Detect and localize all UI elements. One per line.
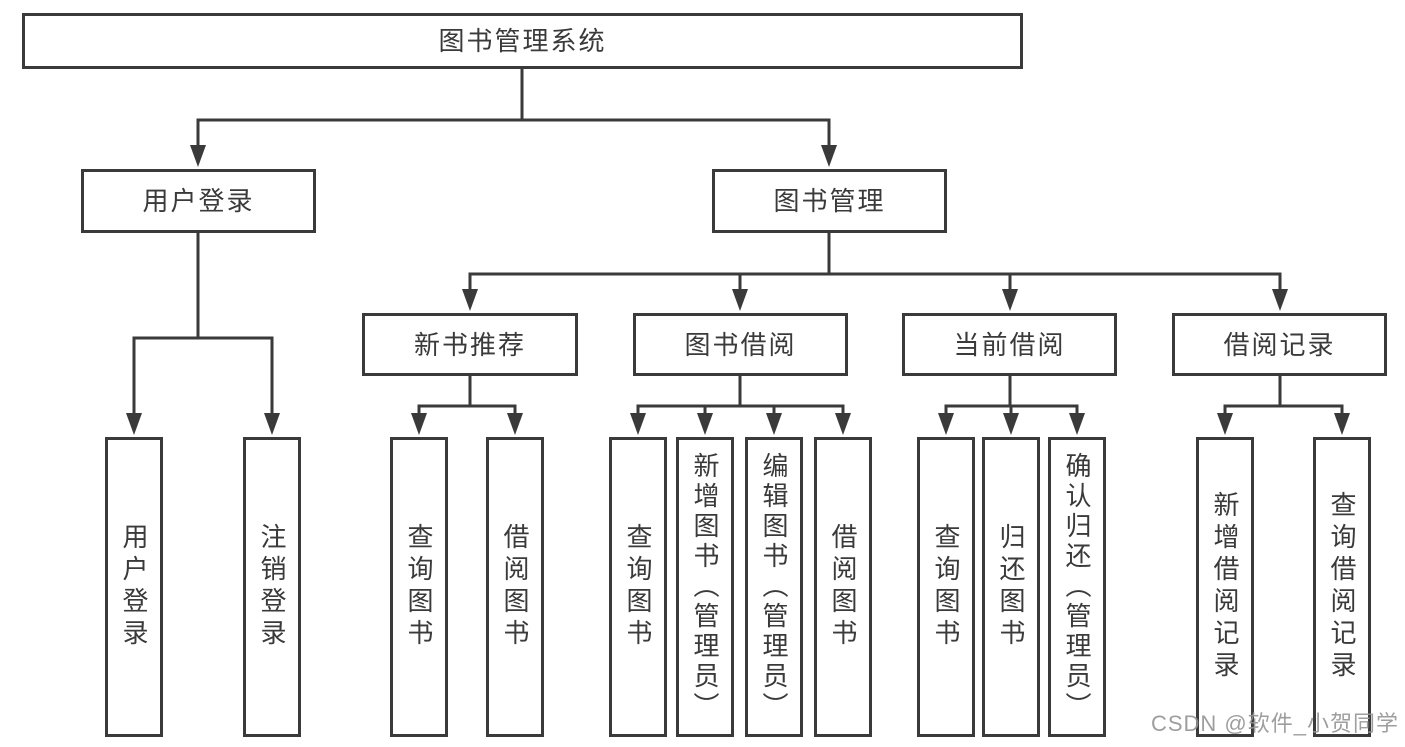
- node-current-borrow-label: 当前借阅: [953, 329, 1066, 360]
- leaf-query-borrow-record: 查询借阅记录: [1313, 437, 1371, 737]
- node-root-label: 图书管理系统: [438, 26, 607, 56]
- node-book-management-label: 图书管理: [773, 186, 886, 216]
- leaf-query-books-recommend-label: 查询图书: [404, 523, 434, 651]
- node-borrow-records: 借阅记录: [1172, 313, 1387, 376]
- leaf-query-books-borrow-label: 查询图书: [623, 523, 653, 651]
- leaf-user-login-label: 用户登录: [119, 523, 149, 651]
- leaf-borrow-books-borrow-label: 借阅图书: [828, 523, 858, 651]
- node-new-book-recommend: 新书推荐: [362, 313, 578, 376]
- leaf-add-borrow-record-label: 新增借阅记录: [1210, 491, 1240, 683]
- node-book-borrow: 图书借阅: [633, 313, 848, 376]
- leaf-confirm-return-admin-label: 确认归还（管理员）: [1062, 452, 1092, 722]
- node-book-borrow-label: 图书借阅: [684, 329, 797, 360]
- leaf-add-book-admin-label: 新增图书（管理员）: [690, 452, 720, 722]
- leaf-query-books-current: 查询图书: [917, 437, 975, 737]
- leaf-edit-book-admin: 编辑图书（管理员）: [745, 437, 803, 737]
- node-borrow-records-label: 借阅记录: [1223, 329, 1336, 360]
- leaf-user-login: 用户登录: [105, 437, 163, 737]
- leaf-query-books-recommend: 查询图书: [390, 437, 448, 737]
- leaf-add-borrow-record: 新增借阅记录: [1196, 437, 1254, 737]
- node-book-management: 图书管理: [712, 169, 947, 233]
- node-new-book-recommend-label: 新书推荐: [413, 329, 526, 360]
- leaf-return-book-label: 归还图书: [996, 523, 1026, 651]
- leaf-query-borrow-record-label: 查询借阅记录: [1327, 491, 1357, 683]
- node-user-login-label: 用户登录: [142, 186, 255, 216]
- csdn-watermark: CSDN @软件_小贺同学: [1150, 711, 1399, 736]
- leaf-query-books-current-label: 查询图书: [931, 523, 961, 651]
- leaf-query-books-borrow: 查询图书: [609, 437, 667, 737]
- leaf-borrow-books-recommend-label: 借阅图书: [500, 523, 530, 651]
- node-root: 图书管理系统: [22, 13, 1023, 69]
- leaf-edit-book-admin-label: 编辑图书（管理员）: [759, 452, 789, 722]
- leaf-logout: 注销登录: [243, 437, 301, 737]
- leaf-add-book-admin: 新增图书（管理员）: [676, 437, 734, 737]
- leaf-confirm-return-admin: 确认归还（管理员）: [1048, 437, 1106, 737]
- leaf-borrow-books-recommend: 借阅图书: [486, 437, 544, 737]
- leaf-borrow-books-borrow: 借阅图书: [814, 437, 872, 737]
- leaf-return-book: 归还图书: [982, 437, 1040, 737]
- leaf-logout-label: 注销登录: [257, 523, 287, 651]
- node-user-login: 用户登录: [81, 169, 316, 233]
- node-current-borrow: 当前借阅: [902, 313, 1117, 376]
